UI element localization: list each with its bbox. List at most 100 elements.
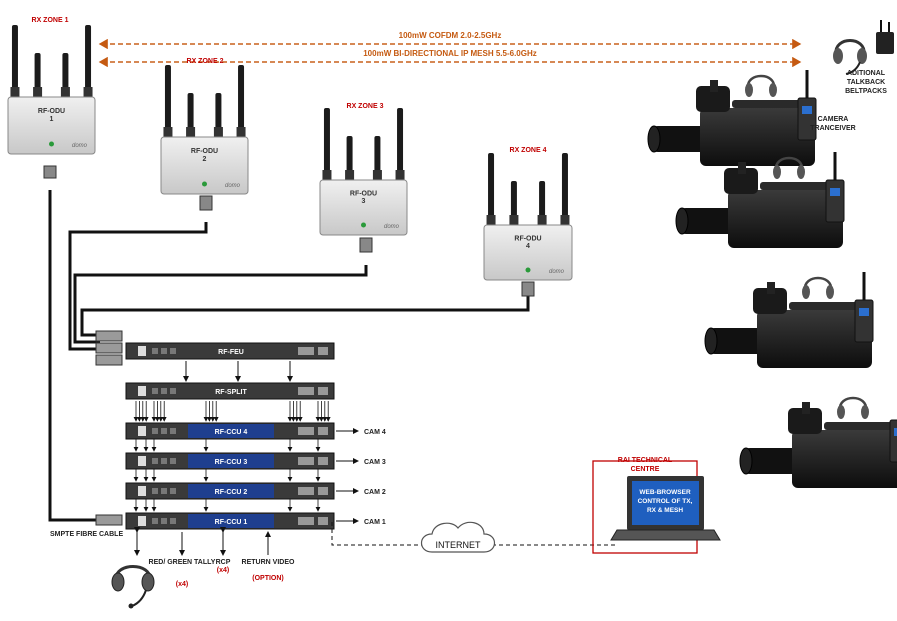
internet-link xyxy=(331,522,618,546)
rack-outputs: RED/ GREEN TALLY (x4) RCP (x4) RETURN VI… xyxy=(134,527,295,588)
talkback-label-1: ADITIONAL xyxy=(847,70,886,77)
odu-zone-label: RX ZONE 4 xyxy=(510,147,547,154)
mesh-band-arrow: 100mW BI-DIRECTIONAL IP MESH 5.5-6.0GHz xyxy=(98,49,802,68)
camera-2-icon xyxy=(675,152,845,248)
ccu-front-panel xyxy=(188,484,274,498)
rack-unit-label: RF-FEU xyxy=(218,349,244,356)
cable-odu2 xyxy=(68,222,208,351)
camera-headset-icon xyxy=(745,74,777,97)
power-switch-icon xyxy=(138,456,146,466)
laptop-screen-line3: RX & MESH xyxy=(647,507,683,514)
odu-brand: domo xyxy=(225,183,241,189)
laptop-icon xyxy=(610,476,721,541)
camera-transceiver-icon xyxy=(889,419,897,463)
odu-brand: domo xyxy=(549,269,565,275)
rack-unit-ccu-4: RF-CCU 4 xyxy=(125,422,335,440)
camera-headset-icon xyxy=(802,276,834,299)
camera-transceiver-icon xyxy=(854,299,874,343)
cam-output-label: CAM 4 xyxy=(364,429,386,436)
tally-count: (x4) xyxy=(176,581,188,588)
laptop-screen-line1: WEB-BROWSER xyxy=(639,489,691,496)
rack: RF-FEU RF-SPLIT RF-CCU 4 CAM 4 RF-CCU 3 CAM 3… xyxy=(125,342,386,530)
rack-unit-label: RF-CCU 1 xyxy=(215,519,248,526)
camera-headset-icon xyxy=(773,156,805,179)
odu-title: RF-ODU xyxy=(191,148,218,155)
odu-zone-label: RX ZONE 3 xyxy=(347,103,384,110)
talkback-beltpack-icons: ADITIONAL TALKBACK BELTPACKS xyxy=(833,20,894,95)
cameras xyxy=(647,70,897,488)
power-switch-icon xyxy=(138,486,146,496)
antenna-icon xyxy=(486,153,570,225)
rack-unit-label: RF-CCU 3 xyxy=(215,459,248,466)
odu-title: RF-ODU xyxy=(38,108,65,115)
rack-unit-body xyxy=(125,382,335,400)
cam-output-label: CAM 3 xyxy=(364,459,386,466)
rai-technical-centre: RAI TECHNICAL CENTRE WEB-BROWSER CONTROL… xyxy=(592,457,721,554)
odu-brand: domo xyxy=(72,143,88,149)
internet-label: INTERNET xyxy=(436,540,482,550)
odu-zone-label: RX ZONE 1 xyxy=(32,17,69,24)
laptop-screen-line2: CONTROL OF TX, xyxy=(638,498,693,505)
talkback-headset-icon xyxy=(833,39,867,75)
cam-output-label: CAM 1 xyxy=(364,519,386,526)
odu-body xyxy=(7,96,96,155)
camera-transceiver-icon xyxy=(825,179,845,223)
odu-status-led xyxy=(525,267,531,273)
rcp-count: (x4) xyxy=(217,567,229,574)
odu-body xyxy=(319,179,408,236)
camera-1-icon xyxy=(647,70,817,166)
cofdm-band-label: 100mW COFDM 2.0-2.5GHz xyxy=(399,31,502,40)
mesh-band-label: 100mW BI-DIRECTIONAL IP MESH 5.5-6.0GHz xyxy=(363,49,537,58)
power-switch-icon xyxy=(138,516,146,526)
internet-cloud-icon: INTERNET xyxy=(420,521,496,553)
rack-unit-feu: RF-FEU xyxy=(125,342,335,360)
cofdm-band-arrow: 100mW COFDM 2.0-2.5GHz xyxy=(98,31,802,50)
rack-unit-ccu-1: RF-CCU 1 xyxy=(125,512,335,530)
talkback-label-2: TALKBACK xyxy=(847,79,885,86)
antenna-icon xyxy=(322,108,405,180)
tally-label: RED/ GREEN TALLY xyxy=(149,559,216,566)
odu-number: 1 xyxy=(50,116,54,123)
odu-cables xyxy=(48,190,530,522)
rack-unit-ccu-3: RF-CCU 3 xyxy=(125,452,335,470)
antenna-icon xyxy=(163,65,246,137)
camera-transceiver-icon xyxy=(797,97,817,141)
camera-3-icon xyxy=(704,272,874,368)
rcp-label: RCP xyxy=(216,559,231,566)
antenna-icon xyxy=(10,25,93,97)
cable-odu4 xyxy=(80,296,530,337)
power-switch-icon xyxy=(138,346,146,356)
return-video-label: RETURN VIDEO xyxy=(242,559,295,566)
rack-unit-body xyxy=(125,342,335,360)
power-switch-icon xyxy=(138,386,146,396)
odu-zone-label: RX ZONE 2 xyxy=(187,58,224,65)
fibre-cable-label: SMPTE FIBRE CABLE xyxy=(50,531,123,538)
ccu-front-panel xyxy=(188,454,274,468)
camera-headset-icon xyxy=(837,396,869,419)
odu-title: RF-ODU xyxy=(514,235,541,242)
rack-unit-split: RF-SPLIT xyxy=(125,382,335,400)
odu-status-led xyxy=(361,222,366,228)
rack-unit-label: RF-SPLIT xyxy=(215,389,247,396)
odu-status-led xyxy=(49,141,54,147)
odu-status-led xyxy=(202,181,207,187)
odu-brand: domo xyxy=(384,224,400,230)
cable-odu3 xyxy=(73,265,368,344)
return-video-option: (OPTION) xyxy=(252,575,284,582)
odu-body xyxy=(160,136,249,195)
camera-transceiver-label-1: CAMERA xyxy=(818,116,849,123)
fibre-connectors xyxy=(43,165,535,526)
rai-title-line2: CENTRE xyxy=(631,466,660,473)
odu-number: 3 xyxy=(362,198,366,205)
fibre-cable-odu1 xyxy=(48,190,100,522)
rai-title-line1: RAI TECHNICAL xyxy=(618,457,673,464)
odu-number: 4 xyxy=(526,243,530,250)
power-switch-icon xyxy=(138,426,146,436)
ccu-front-panel xyxy=(188,514,274,528)
